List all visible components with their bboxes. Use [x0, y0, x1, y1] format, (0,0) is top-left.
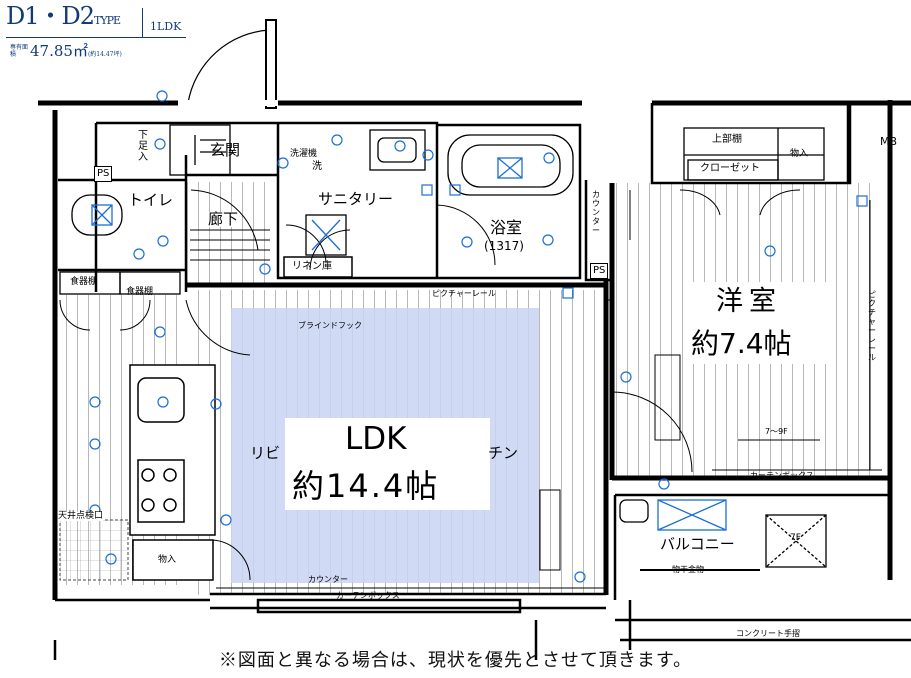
- area-sub: (約14.47坪): [87, 51, 122, 58]
- picture-rail-vertical-label: ピクチャーレール: [868, 290, 876, 362]
- outdoor-unit-label: 7F: [790, 533, 801, 543]
- storage-label: 物入: [158, 555, 177, 565]
- counter-vertical-label: カウンター: [592, 190, 600, 235]
- washer-top-label: 洗濯機: [290, 149, 318, 159]
- washer-label: 洗: [312, 161, 322, 172]
- floor-range-label: 7～9F: [765, 427, 788, 436]
- ldk-size: 約14.4帖: [292, 467, 440, 505]
- balcony-label: バルコニー: [660, 535, 735, 553]
- header-separator: [142, 8, 143, 38]
- disclaimer-note: ※図面と異なる場合は、現状を優先とさせて頂きます。: [218, 650, 693, 671]
- western-size: 約7.4帖: [691, 327, 792, 360]
- corridor-floor: [186, 182, 272, 287]
- blind-hook-label: ブラインドフック: [298, 321, 362, 330]
- ldk-kitchen-partial: チン: [488, 444, 519, 462]
- type-suffix: TYPE: [94, 14, 121, 27]
- type-name: D1・D2TYPE: [6, 2, 121, 30]
- storage-label-2: 物入: [790, 149, 809, 159]
- layout-type: 1LDK: [150, 20, 182, 33]
- shoe-box-label: 下足入: [138, 130, 148, 163]
- western-label-box: [688, 282, 828, 364]
- kitchen-counter: [129, 364, 216, 581]
- bath-label: 浴室: [490, 218, 523, 237]
- picture-rail-label: ピクチャーレール: [432, 289, 496, 298]
- cupboard-label-2: 食器棚: [126, 287, 154, 297]
- area-label: 専有面積: [10, 44, 29, 58]
- ps-label-2: PS: [590, 263, 609, 279]
- ceiling-hatch-label: 天井点検口: [58, 511, 104, 521]
- sanitary-label: サニタリー: [318, 190, 394, 208]
- ldk-living-partial: リビ: [250, 444, 281, 462]
- laundry-pole-label: 物干金物: [672, 565, 704, 574]
- ceiling-hatch: [59, 519, 129, 581]
- ps-label-1: PS: [94, 166, 113, 182]
- western-title: 洋室: [716, 286, 782, 317]
- mb-label: MB: [880, 135, 898, 148]
- toilet-label: トイレ: [128, 191, 174, 209]
- entrance-label: 玄関: [210, 141, 241, 159]
- header-rule: [6, 37, 186, 38]
- ldk-label-box: [285, 418, 490, 510]
- cupboard-label-1: 食器棚: [70, 277, 98, 287]
- upper-shelf-label: 上部棚: [712, 134, 742, 145]
- closet-label: クローゼット: [700, 163, 760, 174]
- curtain-box-label: カーテンボックス: [336, 591, 400, 600]
- type-name-text: D1・D2: [6, 2, 95, 30]
- entry-floor: [270, 0, 271, 1]
- ldk-title: LDK: [345, 421, 407, 457]
- bathtub: [447, 134, 574, 196]
- bath-size: (1317): [484, 239, 524, 253]
- corridor-label: 廊下: [208, 210, 239, 228]
- curtain-box-label-2: カーテンボックス: [750, 471, 814, 480]
- counter-label: カウンター: [308, 575, 348, 584]
- area-value-text: 47.85㎡: [30, 42, 88, 60]
- entrance-door: [187, 19, 277, 109]
- electrical-fixtures: [89, 90, 868, 583]
- area-value: 47.85㎡(約14.47坪): [30, 44, 122, 59]
- linen-label: リネン庫: [292, 261, 332, 272]
- concrete-rail-label: コンクリート手摺: [736, 629, 800, 638]
